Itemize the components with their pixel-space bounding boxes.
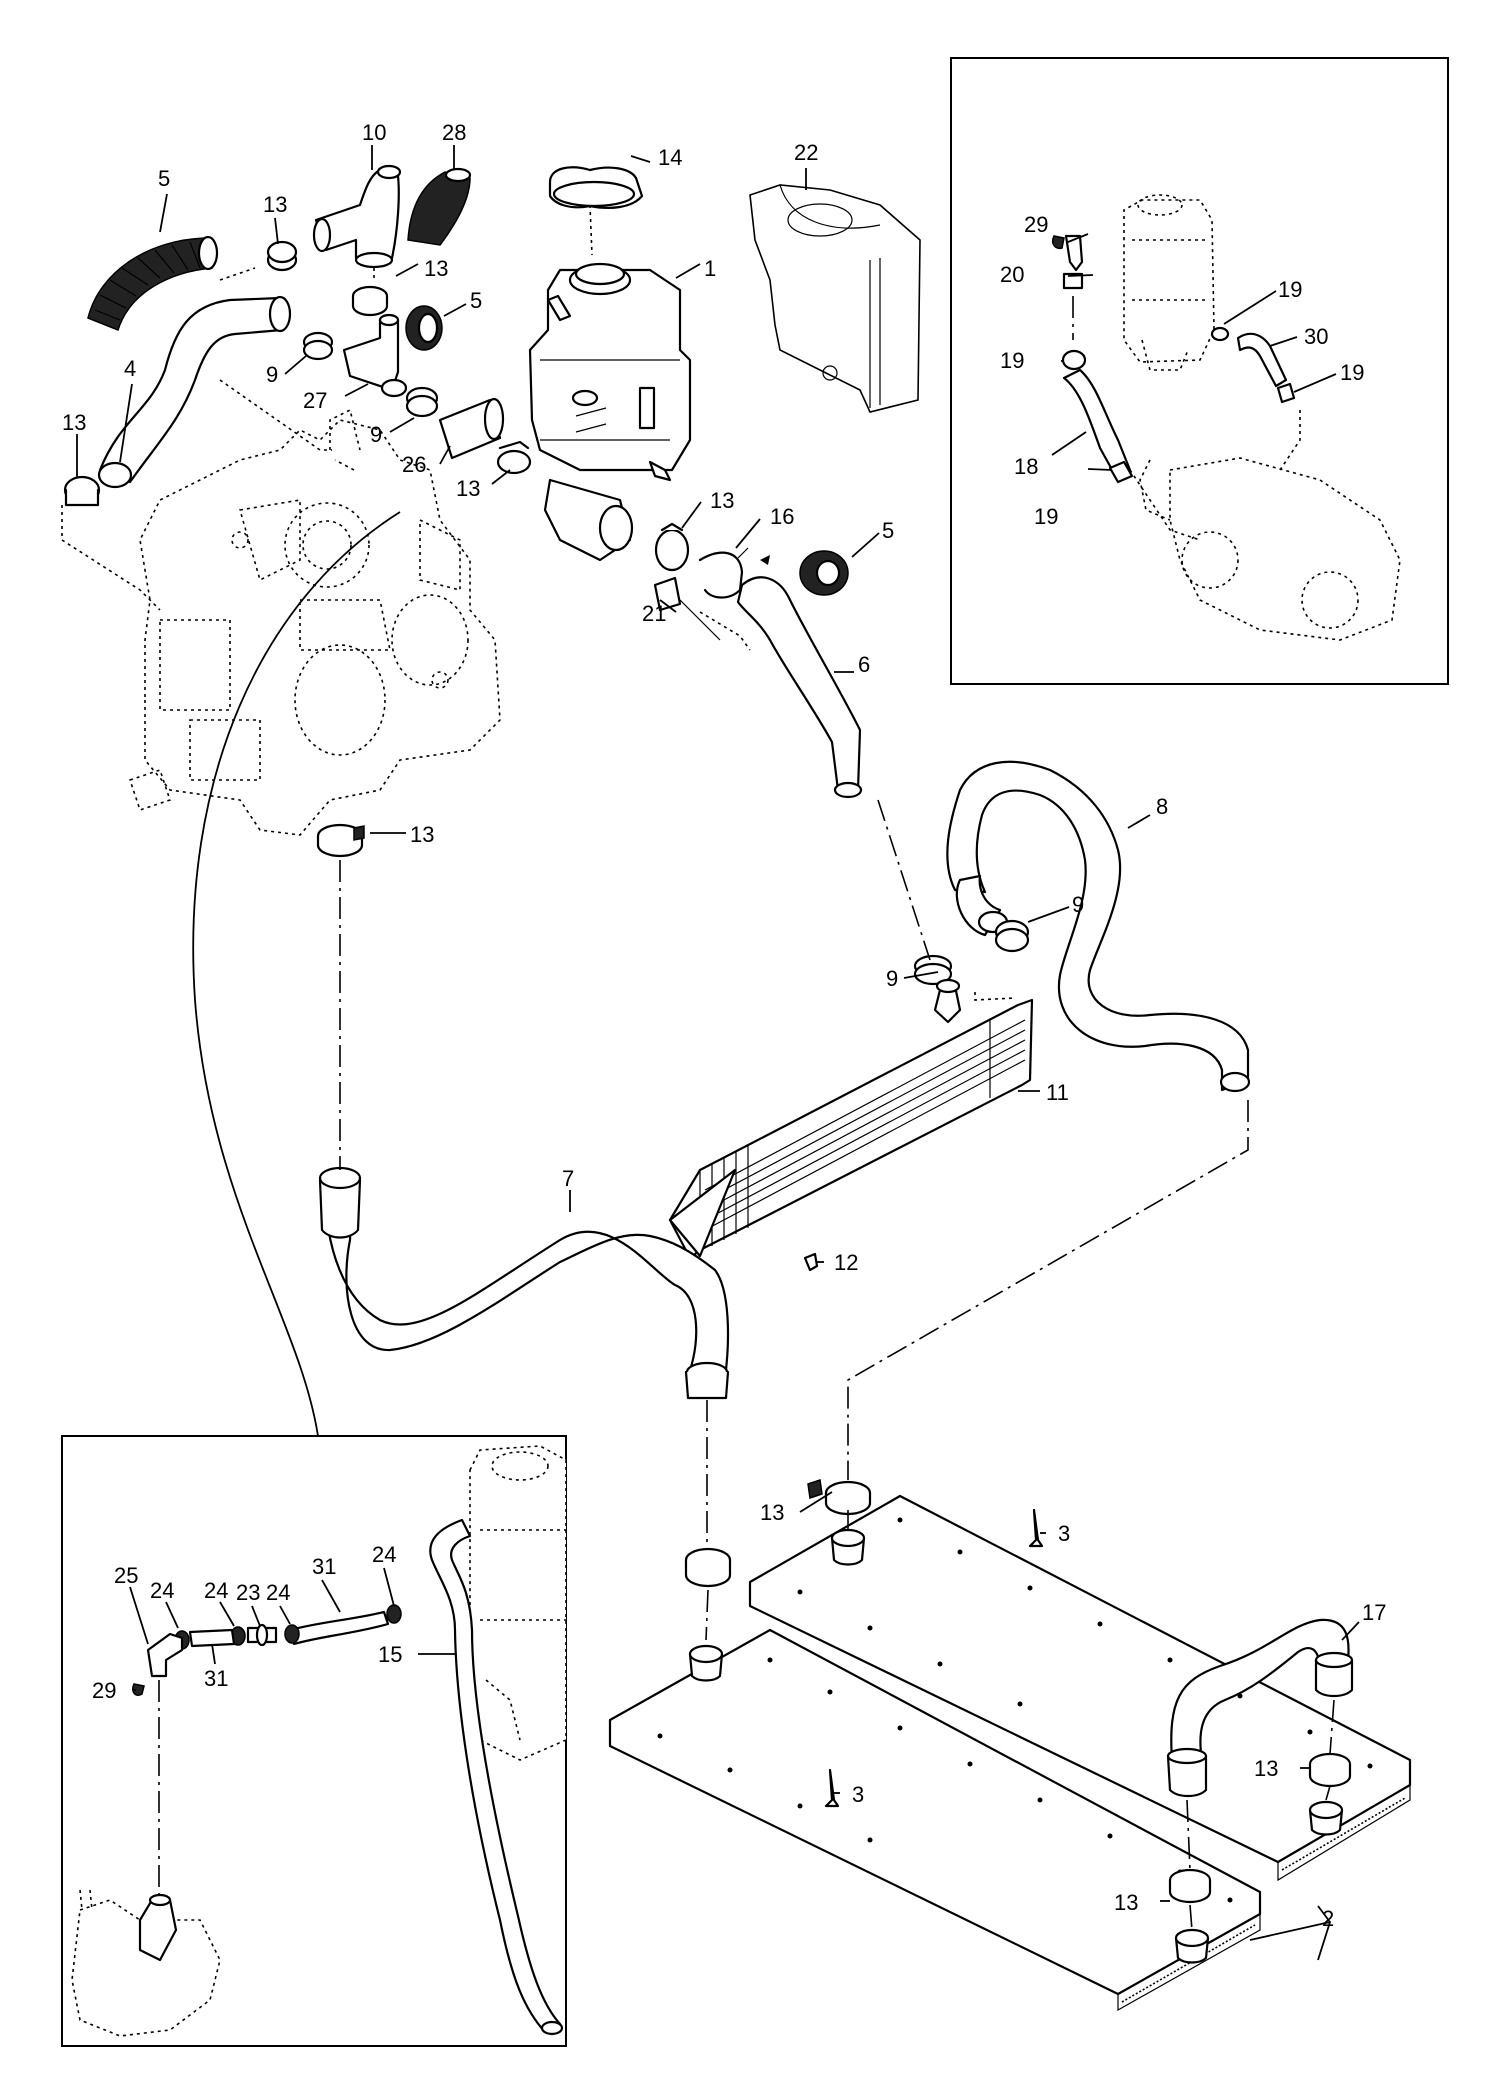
- callout-13-radiator-b: 13: [1254, 1756, 1278, 1781]
- callout-27: 27: [303, 388, 327, 413]
- clamp-13-near-tube: [496, 440, 532, 475]
- radiator-fittings: [688, 1528, 1344, 1964]
- mounting-bracket-22: [749, 184, 921, 413]
- callout-17: 17: [1362, 1600, 1386, 1625]
- callout-5-center: 5: [470, 288, 482, 313]
- callout-24-d: 24: [372, 1542, 396, 1567]
- callout-19-d: 19: [1034, 504, 1058, 529]
- heat-exchanger-11: [668, 978, 1034, 1260]
- callout-26: 26: [402, 452, 426, 477]
- coolant-reservoir-1: [528, 262, 692, 562]
- callout-14: 14: [658, 145, 682, 170]
- callout-13-radiator-a: 13: [760, 1500, 784, 1525]
- callout-12: 12: [834, 1250, 858, 1275]
- callout-13-radiator-c: 13: [1114, 1890, 1138, 1915]
- callout-labels: 5 10 28 13 14 22 1 13 5 4 9 27 13 9 26 1…: [62, 120, 1386, 1931]
- callout-13-reservoir: 13: [456, 476, 480, 501]
- inset-bottom-left-assembly: [71, 1445, 567, 2037]
- clamps-13-radiator: [684, 1479, 1352, 1904]
- callout-31-b: 31: [204, 1666, 228, 1691]
- hose-17: [1166, 1618, 1354, 1798]
- long-hose-line: [192, 511, 401, 1437]
- callout-24-a: 24: [150, 1578, 174, 1603]
- callout-2: 2: [1322, 1906, 1334, 1931]
- hose-6: [736, 576, 863, 799]
- callout-9-b: 9: [370, 422, 382, 447]
- radiator-panel-upper: [748, 1494, 1412, 1882]
- callout-29-top: 29: [1024, 212, 1048, 237]
- callout-9-d: 9: [886, 966, 898, 991]
- clamp-13-under-elbow: [351, 285, 389, 317]
- callout-21: 21: [642, 601, 666, 626]
- tee-fitting-27: [342, 313, 408, 398]
- callout-20: 20: [1000, 262, 1024, 287]
- clamp-13-top: [266, 240, 298, 272]
- corrugated-hose-5-left: [87, 235, 219, 331]
- callout-15: 15: [378, 1642, 402, 1667]
- callout-8: 8: [1156, 794, 1168, 819]
- hose-7: [318, 1166, 730, 1400]
- leader-lines: [76, 145, 1360, 1961]
- callout-25: 25: [114, 1563, 138, 1588]
- callout-7: 7: [562, 1166, 574, 1191]
- callout-30: 30: [1304, 324, 1328, 349]
- hose-4: [63, 295, 292, 507]
- inset-frame-top-right: [950, 57, 1449, 685]
- callout-19-a: 19: [1278, 277, 1302, 302]
- callout-9-c: 9: [1072, 892, 1084, 917]
- callout-16: 16: [770, 504, 794, 529]
- corrugated-hose-28: [407, 167, 472, 246]
- callout-5-left: 5: [158, 166, 170, 191]
- callout-22: 22: [794, 140, 818, 165]
- callout-24-c: 24: [266, 1580, 290, 1605]
- inset-frame-bottom-left: [61, 1435, 567, 2047]
- pins-3: [824, 1508, 1044, 1808]
- callout-29-bottom: 29: [92, 1678, 116, 1703]
- clamp-13-below-engine: [316, 823, 365, 858]
- callout-3-b: 3: [852, 1782, 864, 1807]
- callout-13-engine: 13: [410, 822, 434, 847]
- rings-9-lower: [913, 919, 1030, 986]
- hose-8: [946, 760, 1251, 1093]
- callout-5-right: 5: [882, 518, 894, 543]
- coil-spring-5-center: [405, 305, 443, 351]
- callout-10: 10: [362, 120, 386, 145]
- reservoir-cap-14: [548, 166, 644, 209]
- callout-9-a: 9: [266, 362, 278, 387]
- callout-4: 4: [124, 356, 136, 381]
- callout-19-c: 19: [1340, 360, 1364, 385]
- screw-12: [803, 1252, 819, 1272]
- coil-spring-5-right: [799, 550, 849, 596]
- callout-24-b: 24: [204, 1578, 228, 1603]
- callout-13-right: 13: [710, 488, 734, 513]
- callout-3-a: 3: [1058, 1521, 1070, 1546]
- callout-19-b: 19: [1000, 348, 1024, 373]
- elbow-fitting-10: [312, 164, 402, 269]
- callout-13-top: 13: [263, 192, 287, 217]
- radiator-panel-lower: [608, 1628, 1262, 2012]
- radiator-rivets: [657, 1517, 1373, 1903]
- connection-lines: [61, 204, 1335, 1931]
- callout-11: 11: [1046, 1080, 1069, 1105]
- rings-9: [302, 331, 439, 418]
- callout-13-elbow: 13: [424, 256, 448, 281]
- callout-23: 23: [236, 1580, 260, 1605]
- callout-13-left: 13: [62, 410, 86, 435]
- callout-1: 1: [704, 256, 716, 281]
- callout-28: 28: [442, 120, 466, 145]
- engine-ghost: [128, 408, 501, 836]
- inset-top-right-assembly: [1051, 194, 1401, 641]
- tube-26: [438, 397, 505, 460]
- callout-31-a: 31: [312, 1554, 336, 1579]
- callout-18: 18: [1014, 454, 1038, 479]
- clamp-13-clip-16: [654, 522, 770, 599]
- callout-6: 6: [858, 652, 870, 677]
